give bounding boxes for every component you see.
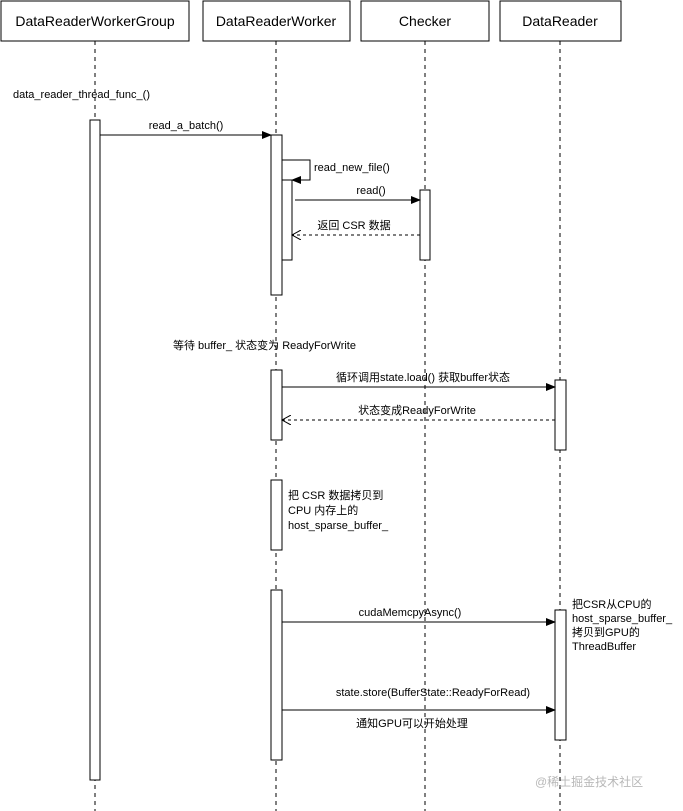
participant-label: DataReaderWorkerGroup	[15, 13, 174, 29]
participant-label: Checker	[399, 13, 451, 29]
activation-checker-read	[419, 189, 431, 261]
copy-host-note-line: 把 CSR 数据拷贝到	[288, 488, 383, 502]
message-label: read()	[356, 185, 385, 197]
message-read: read()	[295, 185, 421, 204]
message-label: 返回 CSR 数据	[317, 218, 390, 232]
copy-gpu-note-line: ThreadBuffer	[572, 641, 636, 653]
activation-worker-copy-gpu	[270, 589, 283, 761]
copy-host-note-line: host_sparse_buffer_	[288, 520, 389, 532]
participant-datareaderworker: DataReaderWorker	[202, 0, 351, 42]
participant-label: DataReader	[522, 13, 598, 29]
activation-worker-wait	[270, 369, 283, 441]
message-cuda-memcpy: cudaMemcpyAsync()	[282, 607, 556, 626]
message-read-a-batch: read_a_batch()	[100, 120, 272, 139]
participant-datareaderworkergroup: DataReaderWorkerGroup	[0, 0, 190, 42]
watermark: @稀土掘金技术社区	[535, 774, 643, 789]
participant-datareader: DataReader	[499, 0, 622, 42]
message-return-csr: 返回 CSR 数据	[292, 218, 420, 235]
message-label: read_new_file()	[314, 162, 390, 174]
message-read-new-file: read_new_file()	[282, 159, 390, 184]
message-label: read_a_batch()	[149, 120, 224, 132]
activation-datareader-gpu	[554, 609, 567, 741]
copy-gpu-note-line: 拷贝到GPU的	[572, 625, 640, 639]
activation-worker-read	[270, 134, 283, 296]
activation-group-thread	[89, 119, 101, 781]
message-label: state.store(BufferState::ReadyForRead)	[336, 687, 530, 699]
copy-gpu-note-line: 把CSR从CPU的	[572, 597, 651, 611]
message-label: 状态变成ReadyForWrite	[358, 403, 476, 417]
entry-function-label: data_reader_thread_func_()	[13, 89, 150, 101]
message-state-store: state.store(BufferState::ReadyForRead) 通…	[282, 687, 556, 730]
copy-gpu-note-line: host_sparse_buffer_	[572, 613, 673, 625]
message-label: 通知GPU可以开始处理	[356, 716, 468, 730]
wait-state-note: 等待 buffer_ 状态变为 ReadyForWrite	[173, 338, 356, 352]
message-label: 循环调用state.load() 获取buffer状态	[336, 370, 510, 384]
participant-checker: Checker	[360, 0, 490, 42]
participant-label: DataReaderWorker	[216, 13, 337, 29]
message-loop-state-load: 循环调用state.load() 获取buffer状态	[282, 370, 556, 391]
activation-worker-read-new-file	[281, 179, 293, 261]
message-label: cudaMemcpyAsync()	[359, 607, 462, 619]
message-state-changed: 状态变成ReadyForWrite	[282, 403, 555, 420]
activation-worker-copy-host	[270, 479, 283, 551]
copy-host-note-line: CPU 内存上的	[288, 503, 358, 517]
activation-datareader-state	[554, 379, 567, 451]
